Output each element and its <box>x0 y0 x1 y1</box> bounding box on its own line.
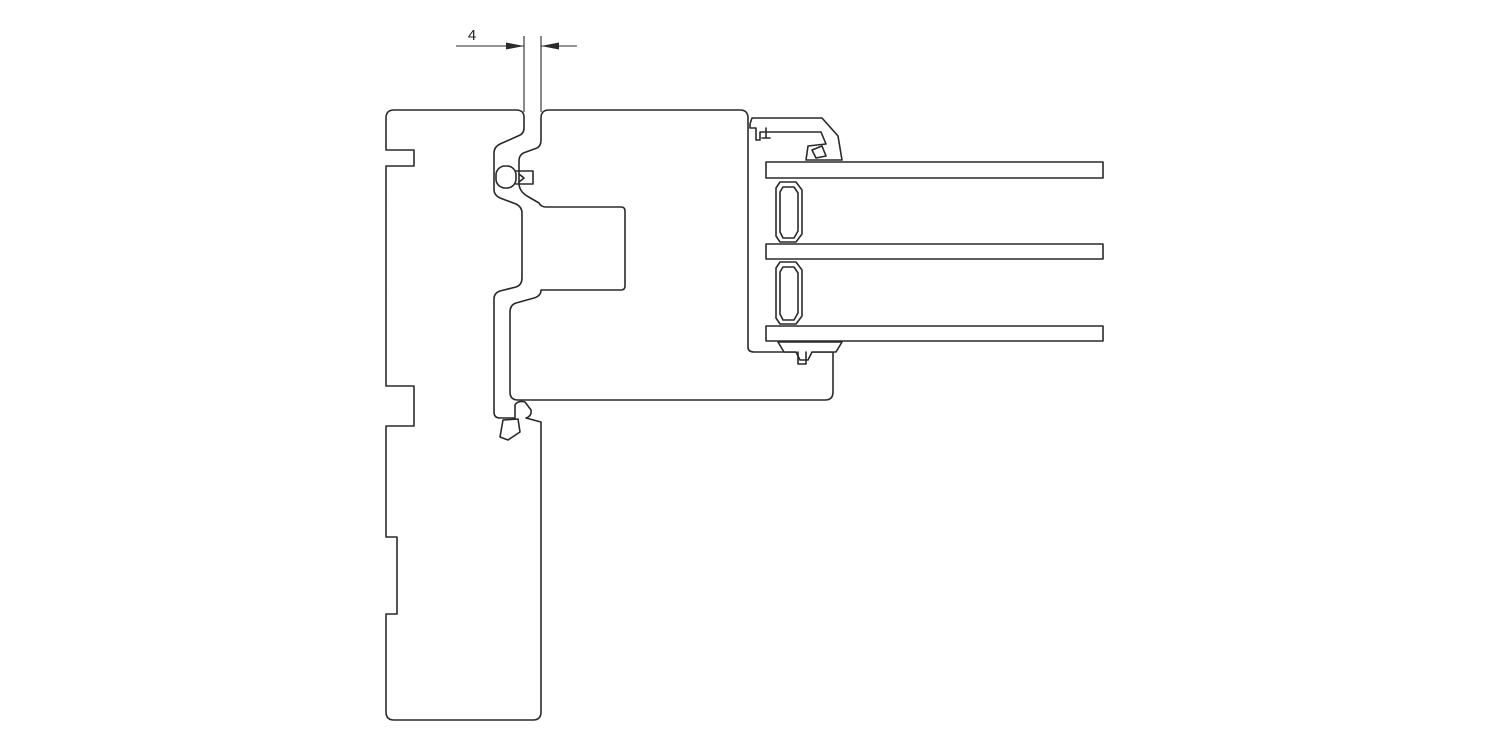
glass-pane-middle <box>765 243 1104 260</box>
spacer-bar-upper <box>775 181 803 243</box>
centre-gasket <box>495 165 534 189</box>
sash-profile <box>509 109 834 401</box>
spacer-bar-lower <box>775 261 803 325</box>
gasket-foot <box>515 170 534 185</box>
dimension-arrow-left <box>506 42 524 50</box>
glazing-gasket-lower <box>777 341 843 361</box>
gap-dimension: 4 <box>456 27 577 112</box>
gasket-bulb <box>495 165 517 189</box>
glass-pane-outer <box>765 161 1104 179</box>
glass-pane-inner <box>765 325 1104 342</box>
glazing-gasket-lower-foot <box>797 351 807 365</box>
gasket-barb <box>518 173 525 183</box>
frame-lower-seal <box>499 418 521 441</box>
glazing-bead <box>749 117 843 161</box>
dimension-arrow-right <box>541 42 559 50</box>
frame-profile <box>385 109 542 721</box>
spacer-bar-lower-inner <box>779 266 799 321</box>
spacer-bar-upper-inner <box>779 186 799 239</box>
glazing-bead-clip <box>761 127 827 159</box>
gap-dimension-label: 4 <box>468 27 476 44</box>
